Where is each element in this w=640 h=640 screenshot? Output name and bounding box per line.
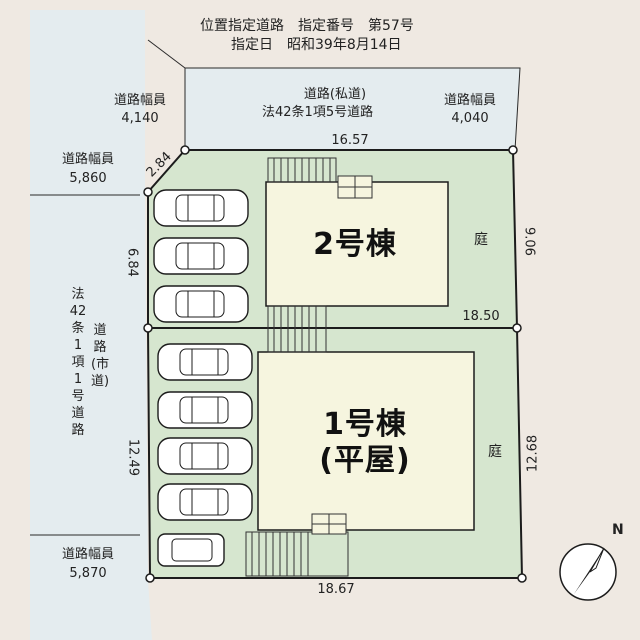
road-width-top-right: 4,040 (451, 111, 489, 126)
compass-north-label: N (612, 522, 624, 538)
designation-number: 位置指定道路 指定番号 第57号 (200, 18, 414, 34)
city-road-law-char: 1 (73, 372, 83, 387)
boundary-point (517, 573, 527, 583)
boundary-point (145, 573, 155, 583)
building-1-sub-label: (平屋) (319, 443, 411, 478)
city-road-name-char: 路 (93, 340, 107, 355)
garden-label-lower: 庭 (488, 444, 502, 460)
car-icon (153, 189, 249, 227)
dim-middle: 18.50 (462, 309, 500, 324)
window-upper (337, 175, 373, 199)
dim-top: 16.57 (331, 133, 369, 148)
boundary-point (143, 187, 153, 197)
city-road-law-char: 道 (71, 406, 85, 421)
road-width-label-left-lower: 道路幅員 (61, 547, 114, 562)
boundary-point (508, 145, 518, 155)
car-icon (153, 285, 249, 323)
road-width-label-top-right: 道路幅員 (443, 93, 496, 108)
garden-label-upper: 庭 (474, 232, 488, 248)
city-road-name-char: (市 (91, 357, 110, 372)
dim-right-lower: 12.68 (525, 434, 541, 473)
city-road-law-char: 法 (71, 287, 85, 302)
city-road (30, 10, 152, 640)
road-width-left-lower: 5,870 (69, 566, 107, 581)
city-road-law-char: 号 (71, 389, 85, 404)
boundary-point (180, 145, 190, 155)
city-road-law-char: 項 (71, 355, 85, 370)
private-road-law: 法42条1項5号道路 (262, 105, 374, 120)
dim-left-upper: 6.84 (124, 247, 140, 277)
building-1-label: 1号棟 (323, 407, 407, 442)
building-2 (265, 181, 449, 307)
city-road-law-char: 42 (69, 304, 87, 319)
city-road-law-vertical: 法 42 条 1 項 1 号道路 (69, 286, 87, 439)
road-width-left-upper: 5,860 (69, 171, 107, 186)
road-width-label-left-upper: 道路幅員 (61, 152, 114, 167)
building-1 (257, 351, 475, 531)
city-road-law-char: 1 (73, 338, 83, 353)
boundary-points (143, 145, 527, 583)
walkway-upper (267, 157, 337, 183)
designation-date: 指定日 昭和39年8月14日 (231, 37, 402, 53)
dim-left-lower: 12.49 (125, 438, 141, 477)
dim-bottom: 18.67 (317, 582, 355, 597)
compass (559, 543, 617, 601)
city-road-law-char: 路 (71, 423, 85, 438)
car-icon (157, 437, 253, 475)
window-lower (311, 513, 347, 535)
building-2-label: 2号棟 (313, 227, 397, 262)
car-icon (157, 483, 253, 521)
city-road-name-vertical: 道路 (市道) (91, 322, 109, 390)
walkway-middle (267, 305, 327, 353)
car-icon (157, 391, 253, 429)
city-road-name-char: 道 (93, 323, 107, 338)
car-icon (157, 343, 253, 381)
small-car-icon (157, 533, 225, 567)
city-road-law-char: 条 (71, 321, 85, 336)
walkway-lower (245, 531, 349, 577)
parking-cars (153, 189, 253, 567)
boundary-point (143, 323, 153, 333)
private-road-title: 道路(私道) (303, 87, 367, 102)
road-width-label-top-left: 道路幅員 (113, 93, 166, 108)
road-width-top-left: 4,140 (121, 111, 159, 126)
boundary-point (512, 323, 522, 333)
car-icon (153, 237, 249, 275)
dim-right-upper: 9.06 (521, 226, 537, 256)
city-road-name-char: 道) (91, 374, 110, 389)
